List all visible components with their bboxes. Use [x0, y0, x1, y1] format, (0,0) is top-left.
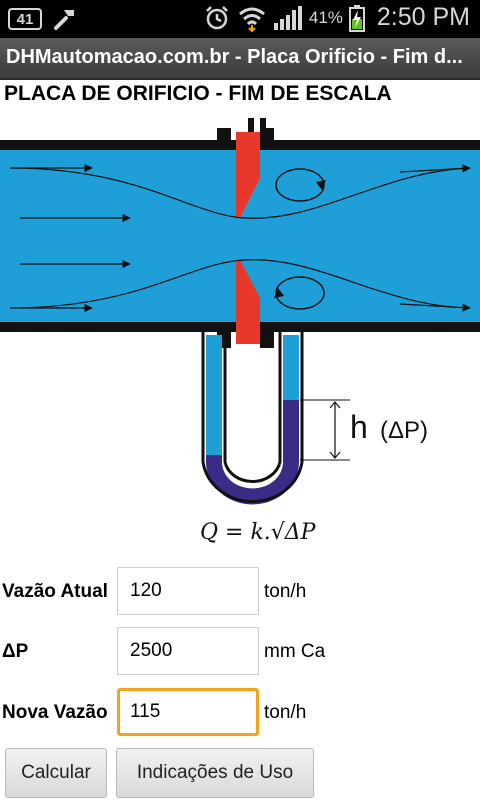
manometer-right-tube-liquid [283, 335, 299, 400]
current-flow-label: Vazão Atual [2, 581, 108, 602]
status-right: 41% 2:50 PM [203, 3, 470, 32]
flow-line-2 [9, 259, 471, 309]
manometer-right-fill [283, 400, 299, 460]
window-title: DHMautomacao.com.br - Placa Orificio - F… [6, 46, 463, 68]
delta-p-label: (ΔP) [380, 417, 428, 444]
alarm-icon [205, 5, 228, 29]
wifi-icon [238, 7, 265, 32]
notification-count-icon: 41 [8, 8, 42, 30]
tools-icon [54, 10, 74, 30]
battery-percent: 41% [308, 7, 343, 27]
signal-icon [273, 5, 302, 30]
height-label: h [350, 409, 368, 445]
new-flow-input[interactable] [117, 688, 259, 736]
height-reference-lines [300, 399, 350, 461]
flow-line-1 [9, 167, 471, 219]
vortex-bottom-arrow [274, 288, 284, 298]
current-flow-input[interactable] [117, 567, 259, 615]
battery-charging-icon [348, 4, 365, 32]
flow-arrow-5 [399, 164, 471, 173]
orifice-plate-bottom [236, 260, 260, 344]
flange-top-left [217, 128, 231, 150]
orifice-plate-top [236, 132, 260, 218]
delta-p-field-label: ΔP [2, 641, 29, 662]
manometer-outline [201, 332, 304, 503]
manometer-left-tube-liquid [206, 335, 222, 460]
delta-p-unit: mm Ca [264, 641, 326, 662]
flow-arrow-6 [399, 303, 471, 312]
manometer-u-bottom [206, 455, 299, 505]
status-clock: 2:50 PM [376, 3, 470, 31]
page-title: PLACA DE ORIFICIO - FIM DE ESCALA [4, 82, 392, 105]
new-flow-unit: ton/h [264, 702, 307, 723]
orifice-plate-diagram: h (ΔP) [0, 118, 480, 505]
delta-p-input[interactable] [117, 627, 259, 675]
current-flow-unit: ton/h [264, 581, 307, 602]
status-left: 41 [8, 6, 78, 32]
status-bar: 41 41% 2:5 [0, 0, 480, 38]
flange-bottom-right [260, 322, 274, 348]
app-title-bar: DHMautomacao.com.br - Placa Orificio - F… [0, 38, 480, 80]
flow-formula: Q = k.√ΔP [200, 520, 316, 545]
stem-right [260, 118, 266, 148]
calculate-button[interactable]: Calcular [5, 748, 107, 798]
usage-hints-button[interactable]: Indicações de Uso [116, 748, 314, 798]
vortex-top-arrow [316, 180, 326, 190]
height-dimension-arrow [329, 401, 341, 459]
new-flow-label: Nova Vazão [2, 702, 108, 723]
